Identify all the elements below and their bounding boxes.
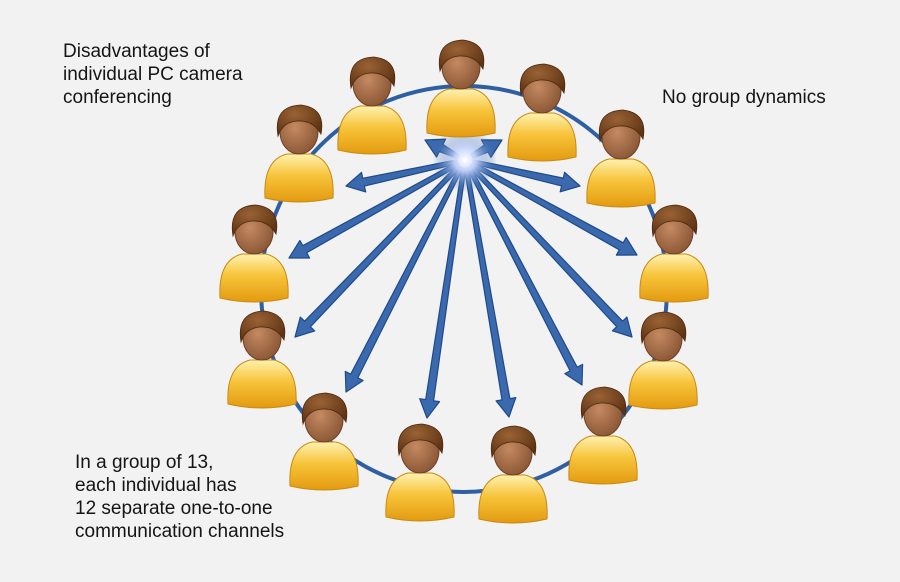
caption-line: No group dynamics	[662, 87, 826, 108]
caption-line: In a group of 13,	[75, 452, 214, 473]
caption-line: communication channels	[75, 521, 285, 542]
person-icon	[264, 104, 334, 203]
caption-line: 12 separate one-to-one	[75, 498, 273, 519]
channel-arrows	[288, 138, 638, 419]
person-icon	[337, 56, 407, 155]
person-icon	[568, 386, 638, 485]
disadvantages-caption: Disadvantages of individual PC camera co…	[63, 40, 243, 109]
channel-arrow	[294, 163, 462, 338]
person-icon	[507, 63, 577, 162]
channel-arrow	[463, 166, 517, 418]
caption-line: Disadvantages of	[63, 41, 210, 62]
person-icon	[586, 109, 656, 208]
participants	[219, 39, 709, 524]
no-group-dynamics-caption: No group dynamics	[662, 86, 826, 109]
person-icon	[289, 392, 359, 491]
hub-glow	[433, 128, 497, 192]
person-icon	[639, 204, 709, 303]
channel-arrow	[419, 167, 467, 419]
person-icon	[385, 423, 455, 522]
person-icon	[227, 310, 297, 409]
caption-line: conferencing	[63, 87, 172, 108]
group-note-caption: In a group of 13, each individual has 12…	[75, 451, 284, 543]
person-icon	[478, 425, 548, 524]
channel-arrow	[288, 161, 460, 259]
caption-line: individual PC camera	[63, 64, 243, 85]
channel-arrow	[466, 165, 584, 386]
person-icon	[219, 204, 289, 303]
caption-line: each individual has	[75, 475, 237, 496]
channel-arrow	[344, 165, 464, 393]
channel-arrow	[468, 163, 633, 338]
channel-arrow	[470, 161, 638, 256]
person-icon	[628, 311, 698, 410]
person-icon	[426, 39, 496, 138]
